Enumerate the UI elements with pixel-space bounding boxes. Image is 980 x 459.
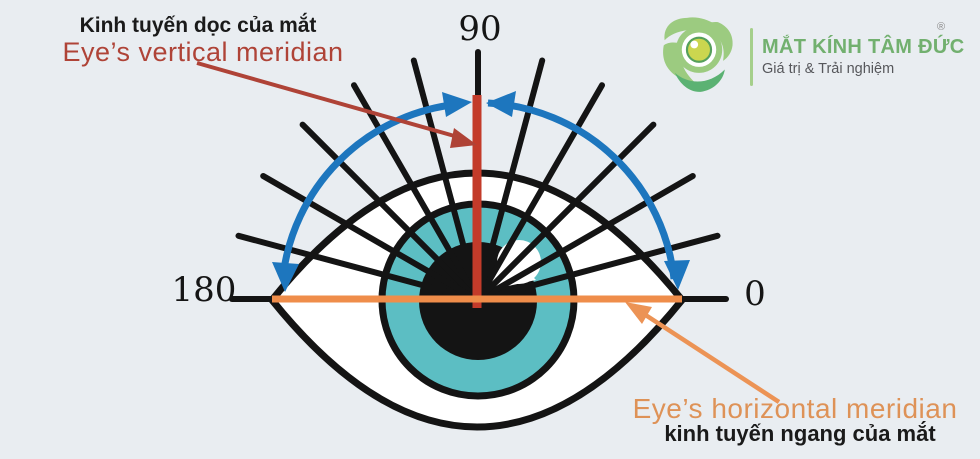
protractor-arc-right [487, 99, 678, 280]
meridian-ray-120 [351, 82, 481, 303]
axis-label-0: 0 [744, 274, 766, 314]
horizontal-meridian-label-vi: kinh tuyến ngang của mắt [664, 421, 936, 446]
eyelash-rays [235, 49, 721, 303]
vertical-annotation-arrow [196, 61, 477, 148]
meridian-ray-135 [299, 121, 481, 303]
arc-arrowhead-bottom-left [272, 262, 299, 292]
logo-separator [750, 28, 753, 86]
protractor-arc-left [279, 101, 452, 277]
registered-mark: ® [937, 21, 946, 33]
horizontal-annotation-arrow [625, 302, 781, 404]
meridian-ray-165 [235, 232, 481, 303]
meridian-ray-75 [475, 57, 546, 303]
brand-logo: MẮT KÍNH TÂM ĐỨC ® Giá trị & Trải nghiệm [656, 11, 966, 101]
vertical-meridian-label-en: Eye’s vertical meridian [62, 37, 344, 67]
arc-arrowhead-top-right [486, 91, 516, 117]
meridian-ray-30 [475, 173, 696, 303]
meridian-ray-45 [475, 121, 657, 303]
brand-tagline: Giá trị & Trải nghiệm [762, 61, 895, 77]
arc-arrowhead-bottom-right [664, 260, 690, 290]
arc-arrowhead-top-left [442, 92, 472, 117]
meridian-ray-60 [475, 82, 605, 303]
axis-label-90: 90 [458, 9, 502, 49]
horizontal-meridian-label-en: Eye’s horizontal meridian [632, 393, 958, 424]
meridian-ray-150 [260, 173, 481, 303]
shield-eye-icon [663, 17, 733, 92]
brand-name: MẮT KÍNH TÂM ĐỨC [762, 36, 965, 58]
meridian-ray-105 [410, 57, 481, 303]
axis-label-180: 180 [171, 270, 237, 310]
vertical-meridian-label-vi: Kinh tuyến dọc của mắt [79, 14, 317, 37]
meridian-ray-15 [475, 232, 721, 303]
